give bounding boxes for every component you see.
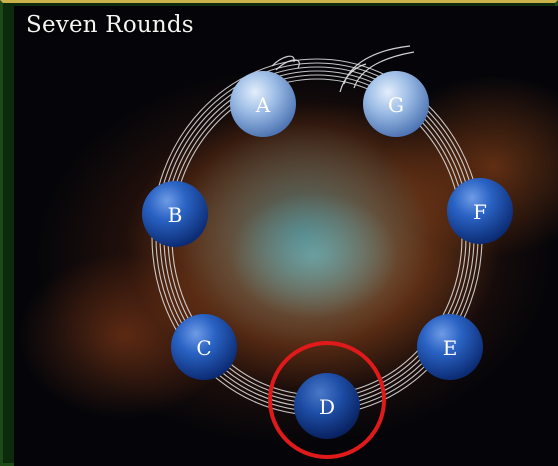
node-e: E xyxy=(417,314,483,380)
strand-ends xyxy=(271,45,415,93)
node-b: B xyxy=(142,181,208,247)
node-d: D xyxy=(294,373,360,439)
node-e-label: E xyxy=(443,336,458,360)
node-d-label: D xyxy=(319,395,335,419)
node-d-sphere xyxy=(294,373,360,439)
node-c-label: C xyxy=(196,336,211,360)
node-f-label: F xyxy=(473,200,487,224)
node-a-label: A xyxy=(255,93,271,117)
node-e-sphere xyxy=(417,314,483,380)
node-a: A xyxy=(230,71,296,137)
node-b-label: B xyxy=(168,203,183,227)
rounds-diagram: A G B F C E D xyxy=(142,45,513,459)
slide-title: Seven Rounds xyxy=(26,12,194,38)
node-c-sphere xyxy=(171,314,237,380)
node-b-sphere xyxy=(142,181,208,247)
node-g-sphere xyxy=(363,71,429,137)
node-f-sphere xyxy=(447,178,513,244)
node-c: C xyxy=(171,314,237,380)
slide-canvas: Seven Rounds xyxy=(14,6,558,466)
node-g-label: G xyxy=(388,93,404,117)
node-g: G xyxy=(363,71,429,137)
highlight-ring xyxy=(268,341,386,459)
node-a-sphere xyxy=(230,71,296,137)
node-f: F xyxy=(447,178,513,244)
